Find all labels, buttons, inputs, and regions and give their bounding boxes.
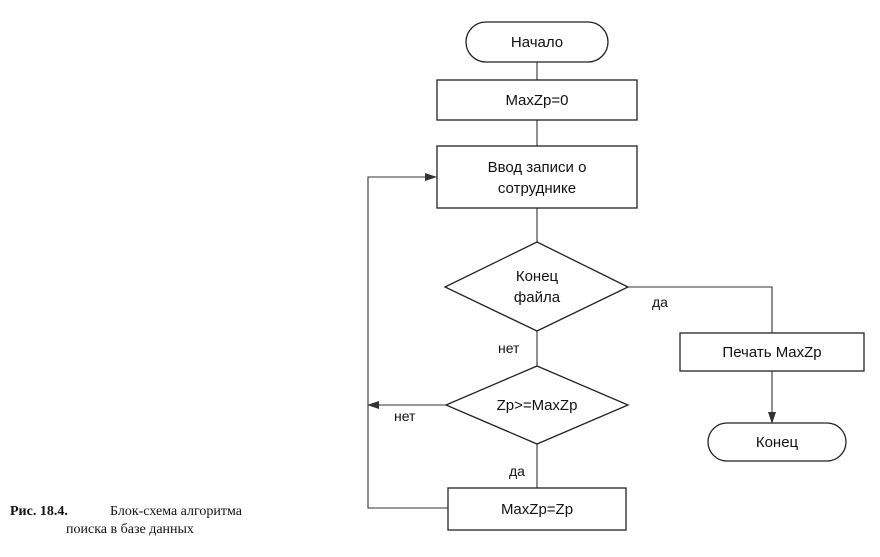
caption-line1: Блок-схема алгоритма	[110, 504, 243, 519]
assign-label: MaxZp=Zp	[501, 501, 573, 518]
edge-eof-yes-print	[628, 286, 773, 333]
eof-decision: Конец файла	[443, 241, 630, 332]
end-terminator: Конец	[707, 422, 847, 462]
figure-caption: Рис. 18.4. Блок-схема алгоритма поиска в…	[10, 504, 243, 537]
init-process: MaxZp=0	[436, 79, 638, 121]
edge-assign-loop	[367, 173, 448, 509]
start-terminator: Начало	[465, 21, 609, 63]
compare-label: Zp>=MaxZp	[497, 397, 578, 414]
eof-label-line1: Конец	[516, 268, 559, 285]
end-label: Конец	[756, 434, 799, 451]
connectors	[367, 62, 776, 509]
caption-label: Рис. 18.4.	[10, 504, 68, 519]
print-process: Печать MaxZp	[679, 332, 865, 372]
input-label-line1: Ввод записи о	[488, 159, 587, 176]
edge-label-eof-no: нет	[498, 340, 520, 356]
caption-line2: поиска в базе данных	[66, 522, 194, 537]
edge-label-compare-no: нет	[394, 408, 416, 424]
print-label: Печать MaxZp	[722, 344, 821, 361]
input-label-line2: сотруднике	[498, 180, 576, 197]
init-label: MaxZp=0	[506, 92, 569, 109]
edge-label-eof-yes: да	[652, 294, 668, 310]
assign-process: MaxZp=Zp	[447, 487, 627, 531]
start-label: Начало	[511, 34, 563, 51]
input-process: Ввод записи о сотруднике	[436, 145, 638, 209]
compare-decision: Zp>=MaxZp	[444, 365, 630, 445]
edge-label-compare-yes: да	[509, 463, 525, 479]
eof-label-line2: файла	[514, 289, 561, 306]
